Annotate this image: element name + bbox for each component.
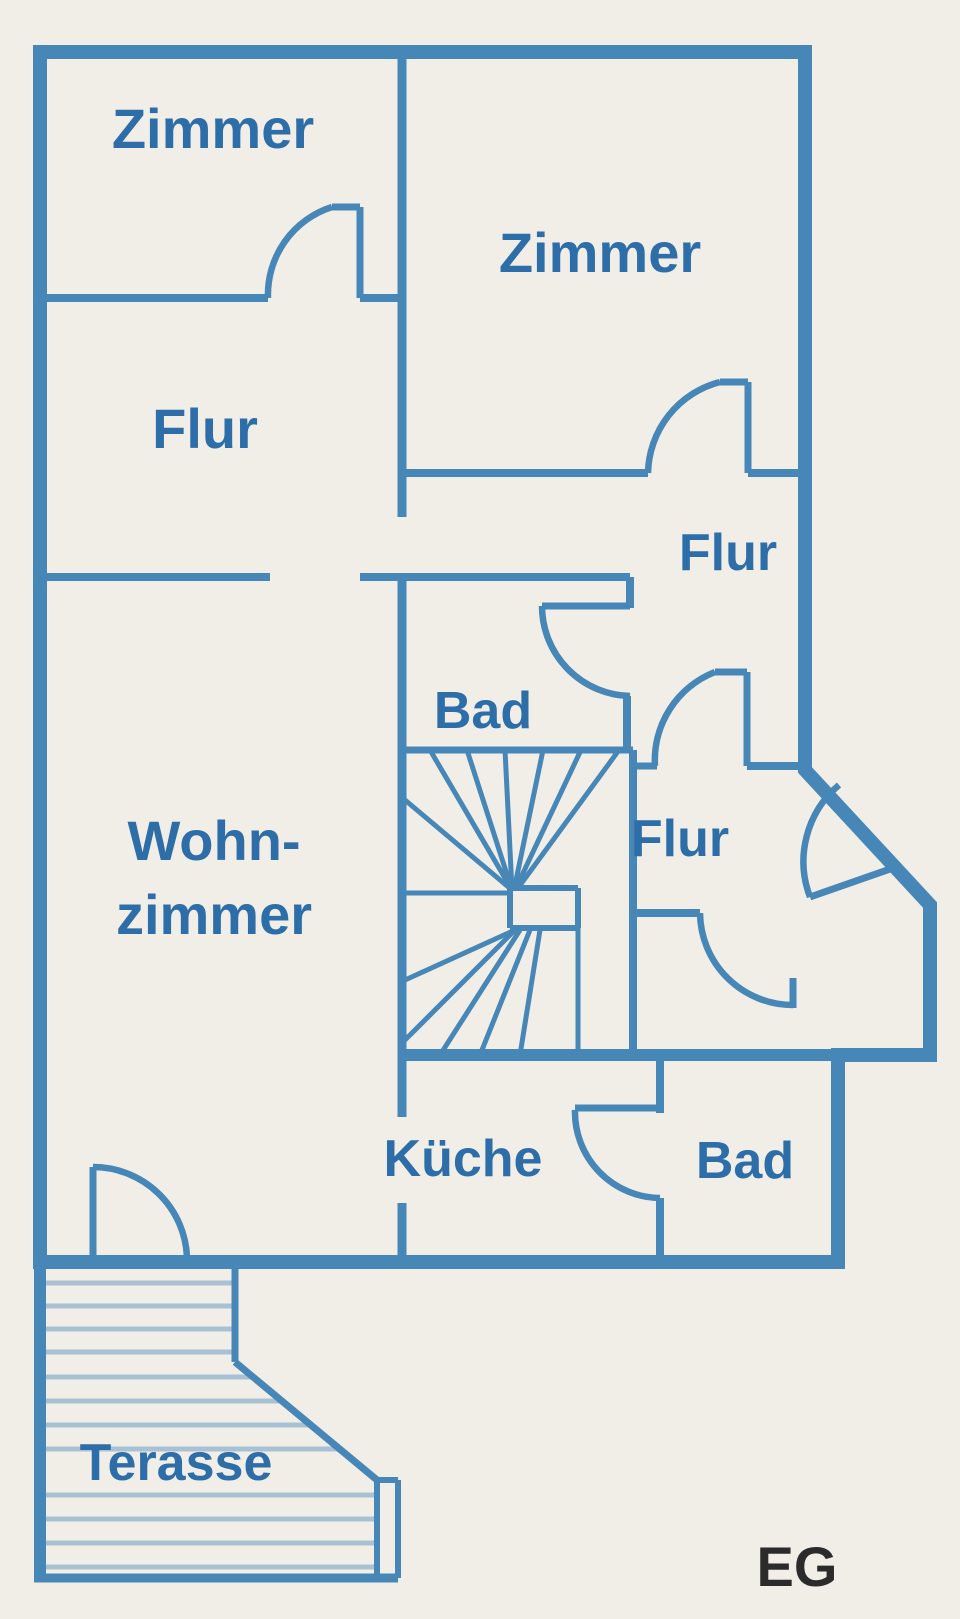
stair-tread: [477, 929, 533, 1056]
stair-tread: [427, 748, 515, 892]
stair-tread: [502, 749, 515, 891]
floor-indicator-eg: EG: [757, 1535, 838, 1598]
stair-tread: [517, 929, 543, 1056]
interior-wall: [232, 1359, 380, 1483]
terrace-deck-stripes: [45, 1280, 374, 1570]
stair-tread: [437, 928, 523, 1057]
room-label-terasse: Terasse: [80, 1434, 273, 1492]
room-label-flur-upper: Flur: [152, 397, 258, 460]
stair-tread: [513, 748, 584, 890]
stair-tread: [511, 749, 546, 891]
room-label-wohnzimmer-line1: Wohn-: [127, 809, 300, 872]
door-swing-arc: [92, 1163, 191, 1258]
door-swing-arc: [264, 203, 334, 299]
stair-tread: [515, 748, 622, 890]
room-label-bad-upper: Bad: [434, 682, 532, 740]
room-label-zimmer-left: Zimmer: [112, 97, 314, 160]
room-label-flur-mid: Flur: [679, 524, 777, 582]
room-label-kueche: Küche: [384, 1130, 543, 1188]
room-label-flur-lower: Flur: [631, 810, 729, 868]
room-labels: Zimmer Zimmer Flur Flur Bad Wohn- zimmer…: [80, 97, 838, 1598]
stair-tread: [464, 749, 515, 891]
door-swing-arc: [800, 782, 842, 899]
stair-tread: [403, 928, 517, 1042]
stair-tread: [403, 798, 514, 892]
door-swing-arc: [538, 605, 631, 700]
door-swing-arc: [644, 378, 721, 474]
door-swings: [89, 203, 895, 1258]
room-label-bad-lower: Bad: [696, 1132, 794, 1190]
door-swing-arc: [571, 1109, 661, 1202]
room-label-wohnzimmer-line2: zimmer: [116, 883, 312, 946]
stair-tread: [403, 927, 517, 983]
room-label-zimmer-right: Zimmer: [499, 221, 701, 284]
door-swing-arc: [696, 912, 794, 1009]
walls: [33, 45, 937, 1583]
staircase: [403, 748, 622, 1057]
door-swing-arc: [651, 668, 717, 767]
door-leaf: [808, 864, 895, 901]
